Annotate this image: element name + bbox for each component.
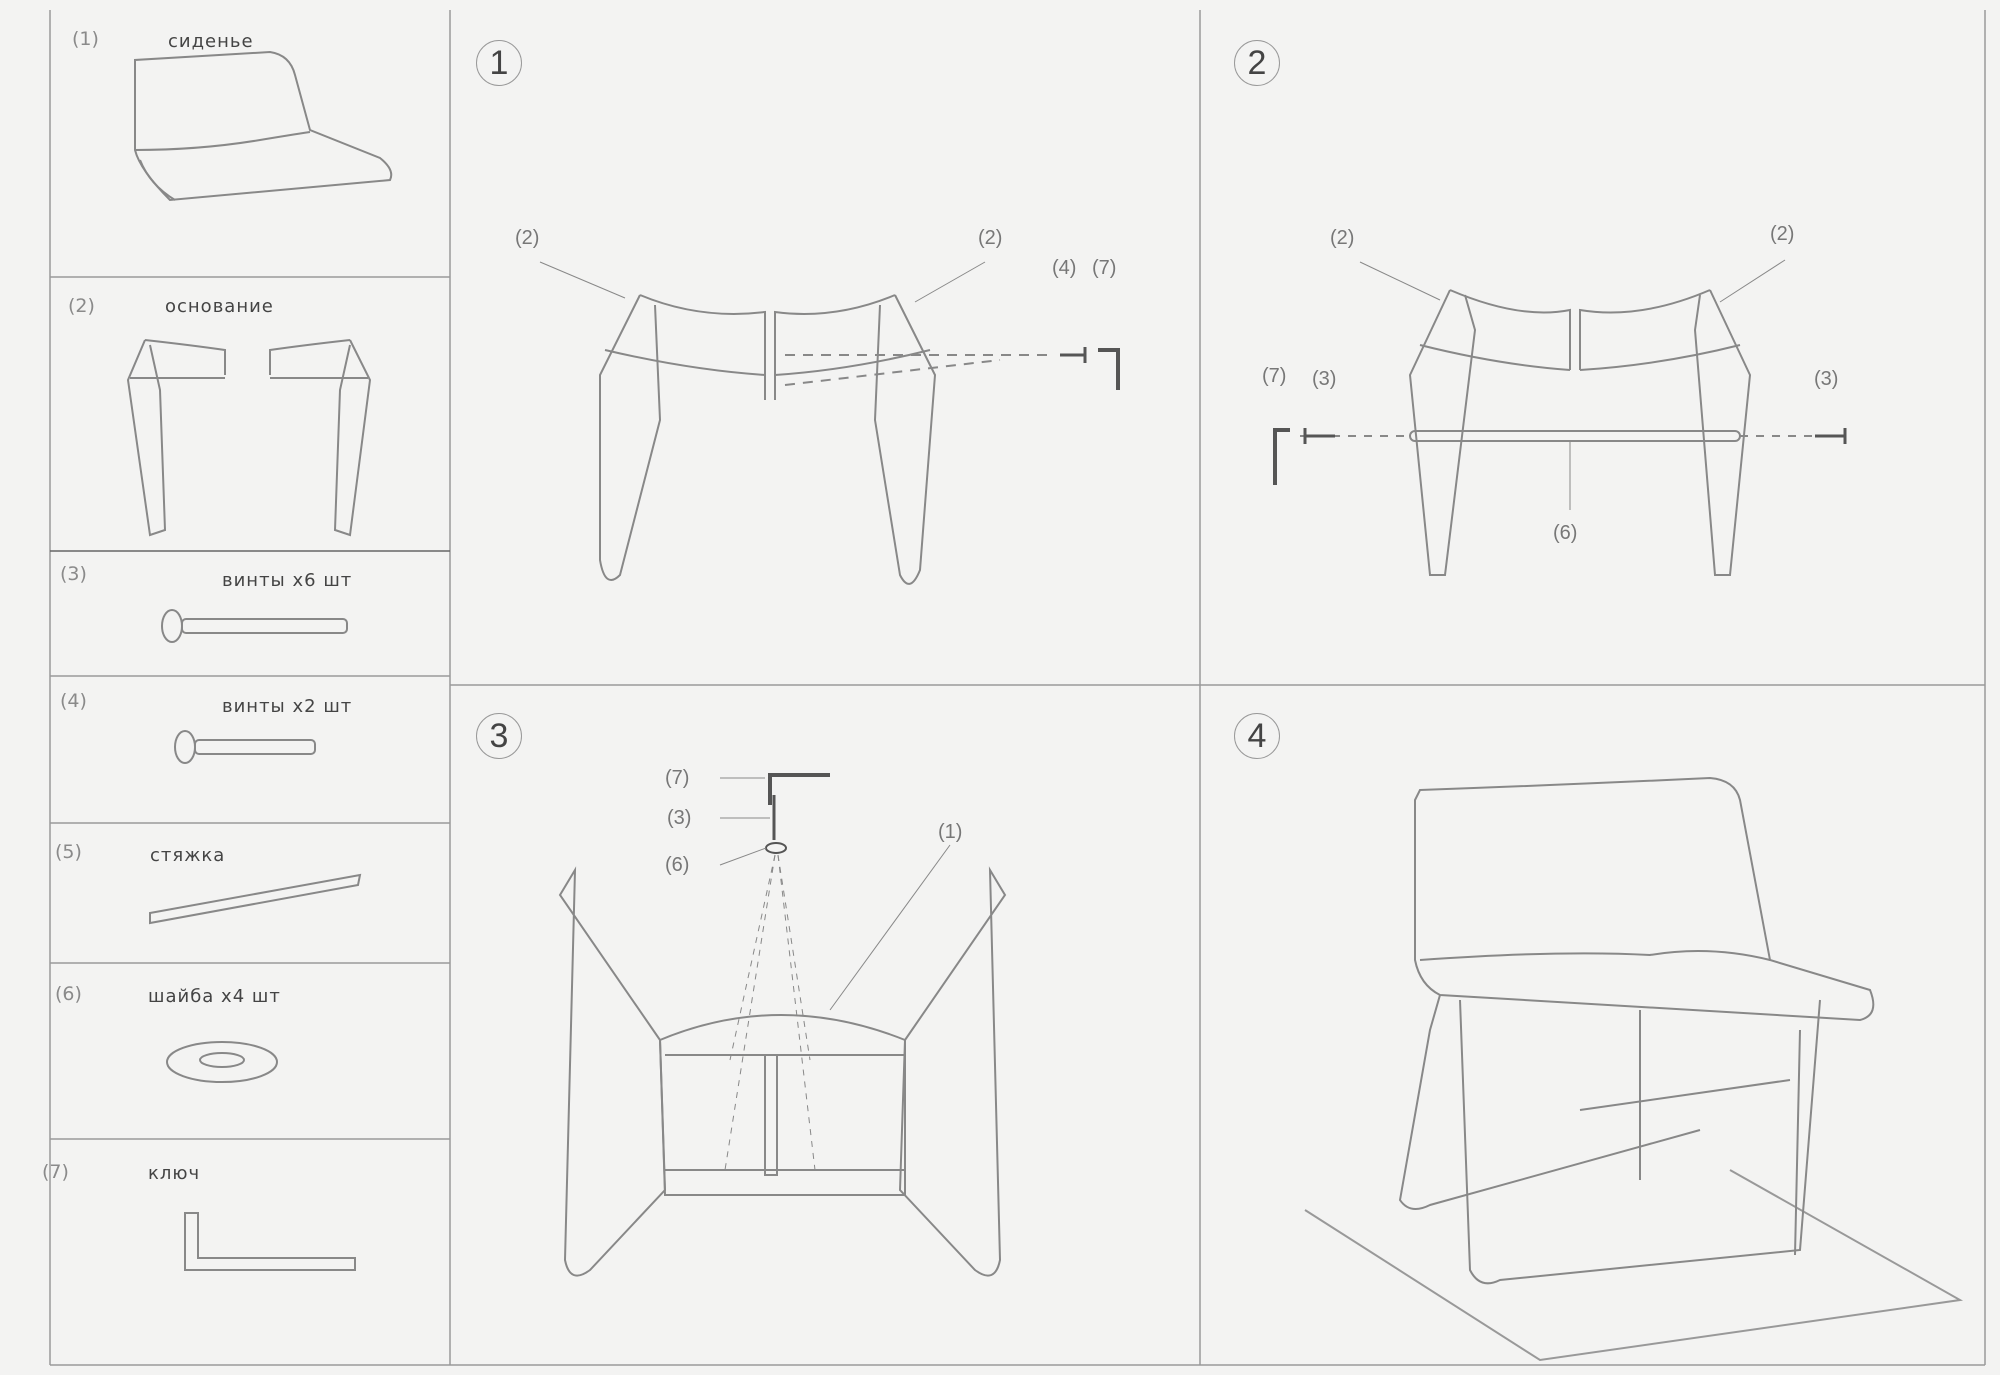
part-1-number: (1) xyxy=(72,28,99,50)
part-7-name: ключ xyxy=(148,1163,201,1184)
seat-drawing xyxy=(134,50,393,202)
part-5-number: (5) xyxy=(55,841,82,863)
step1-callout-base-right: (2) xyxy=(978,227,1003,249)
washer-drawing xyxy=(166,1041,278,1083)
part-4-number: (4) xyxy=(60,690,87,712)
part-4-name: винты x2 шт xyxy=(222,696,353,717)
step2-frame-drawing xyxy=(1273,259,1847,576)
step2-callout-screw-left: (3) xyxy=(1312,368,1337,390)
part-3-number: (3) xyxy=(60,563,87,585)
step3-callout-seat: (1) xyxy=(938,821,963,843)
step1-callout-base-left: (2) xyxy=(515,227,540,249)
step2-callout-base-left: (2) xyxy=(1330,227,1355,249)
step1-callout-screw: (4) xyxy=(1052,257,1077,279)
screw-long-drawing xyxy=(161,609,348,643)
step1-callout-key: (7) xyxy=(1092,257,1117,279)
step-2-number: 2 xyxy=(1234,40,1280,86)
part-1-name: сиденье xyxy=(168,31,254,52)
step-4-number: 4 xyxy=(1234,713,1280,759)
step3-callout-key: (7) xyxy=(665,767,690,789)
part-5-name: стяжка xyxy=(150,845,226,866)
step2-callout-key: (7) xyxy=(1262,365,1287,387)
step3-upturned-chair-drawing xyxy=(558,773,1007,1277)
step2-callout-rod: (6) xyxy=(1553,522,1578,544)
screw-short-drawing xyxy=(174,730,316,764)
step-1-number: 1 xyxy=(476,40,522,86)
tie-rod-drawing xyxy=(149,873,362,925)
step4-assembled-chair-drawing xyxy=(1304,776,1964,1362)
part-6-name: шайба x4 шт xyxy=(148,986,281,1007)
part-2-name: основание xyxy=(165,296,274,317)
part-7-number: (7) xyxy=(42,1161,69,1183)
step3-callout-washer: (6) xyxy=(665,854,690,876)
step1-frame-drawing xyxy=(539,261,1120,585)
step-3-number: 3 xyxy=(476,713,522,759)
hex-key-drawing xyxy=(184,1212,356,1271)
step2-callout-base-right: (2) xyxy=(1770,223,1795,245)
part-2-number: (2) xyxy=(68,295,95,317)
part-6-number: (6) xyxy=(55,983,82,1005)
base-drawing xyxy=(126,339,372,537)
part-3-name: винты x6 шт xyxy=(222,570,353,591)
grid-lines xyxy=(49,10,1986,1366)
step2-callout-screw-right: (3) xyxy=(1814,368,1839,390)
step3-callout-screw: (3) xyxy=(667,807,692,829)
